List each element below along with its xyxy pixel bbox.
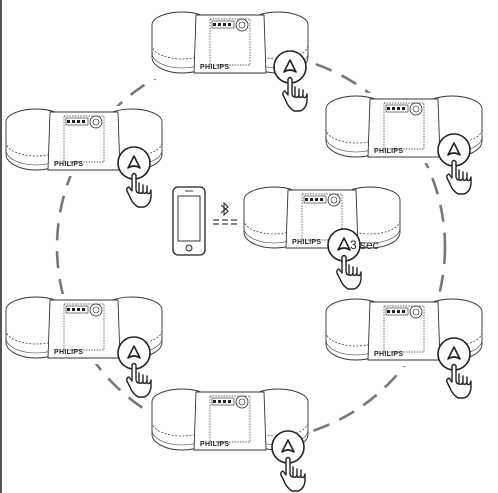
hand-press-icon <box>117 336 152 398</box>
speaker-top: PHILIPS <box>151 11 309 112</box>
speaker-bottom: PHILIPS <box>151 388 309 492</box>
speaker-center-master: PHILIPS <box>243 186 401 290</box>
brand-label: PHILIPS <box>374 148 403 155</box>
brand-label: PHILIPS <box>54 349 83 356</box>
brand-label: PHILIPS <box>292 239 321 246</box>
brand-label: PHILIPS <box>374 351 403 358</box>
speaker-upper-left: PHILIPS <box>5 108 163 208</box>
speaker-center-master-label: 3 sec <box>350 238 379 252</box>
hand-press-icon <box>437 133 472 195</box>
speaker-lower-right: PHILIPS <box>325 298 483 399</box>
connection-circle <box>55 51 447 443</box>
master-timer-label: 3 sec <box>350 238 379 252</box>
bluetooth-icon <box>220 201 229 217</box>
smartphone-icon <box>172 186 206 256</box>
hand-press-icon <box>117 146 152 208</box>
brand-label: PHILIPS <box>200 64 229 71</box>
hand-press-icon <box>437 337 472 399</box>
hand-press-icon <box>271 430 306 492</box>
speaker-lower-left: PHILIPS <box>5 296 163 398</box>
speaker-upper-right: PHILIPS <box>325 95 483 195</box>
brand-label: PHILIPS <box>54 161 83 168</box>
hand-press-icon <box>273 50 308 112</box>
phone-link-dashes <box>213 219 237 225</box>
brand-label: PHILIPS <box>200 441 229 448</box>
